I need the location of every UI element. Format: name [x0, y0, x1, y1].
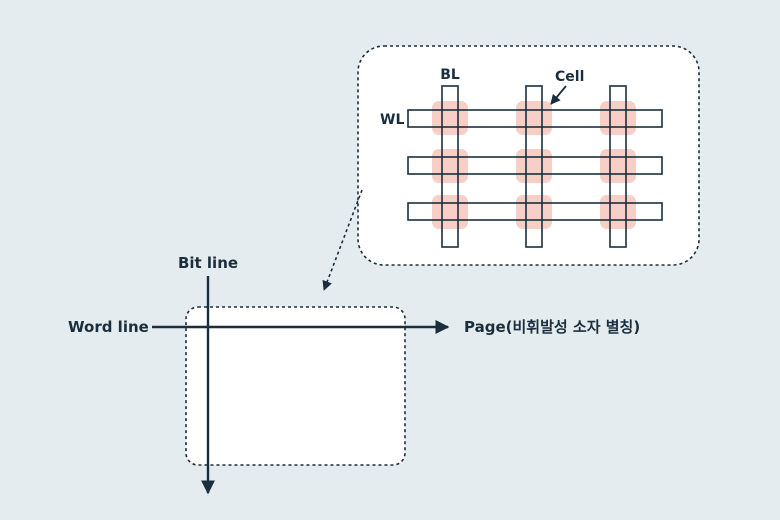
word-line-bar [407, 109, 663, 128]
word-line-label: Word line [68, 318, 149, 336]
cell [432, 195, 468, 229]
word-lines [407, 109, 663, 221]
bit-line-bar [609, 85, 627, 248]
bit-line-bar [441, 85, 459, 248]
bit-line-bar [525, 85, 543, 248]
bit-lines [441, 85, 627, 248]
word-line-bar [407, 202, 663, 221]
cell [600, 149, 636, 183]
word-line-bar [407, 156, 663, 175]
bl-label: BL [440, 67, 460, 83]
cell [600, 195, 636, 229]
page-region [185, 306, 406, 466]
cell [516, 101, 552, 135]
cell-label: Cell [555, 69, 584, 85]
cell [516, 149, 552, 183]
cell [600, 101, 636, 135]
cell [432, 101, 468, 135]
cell-highlights [432, 101, 636, 229]
cell [516, 195, 552, 229]
wl-label: WL [380, 112, 404, 128]
cell-pointer-arrow [550, 85, 567, 105]
bit-line-label: Bit line [178, 254, 238, 272]
page-label: Page(비휘발성 소자 별칭) [464, 318, 640, 336]
zoom-connector [322, 189, 363, 291]
cell [432, 149, 468, 183]
